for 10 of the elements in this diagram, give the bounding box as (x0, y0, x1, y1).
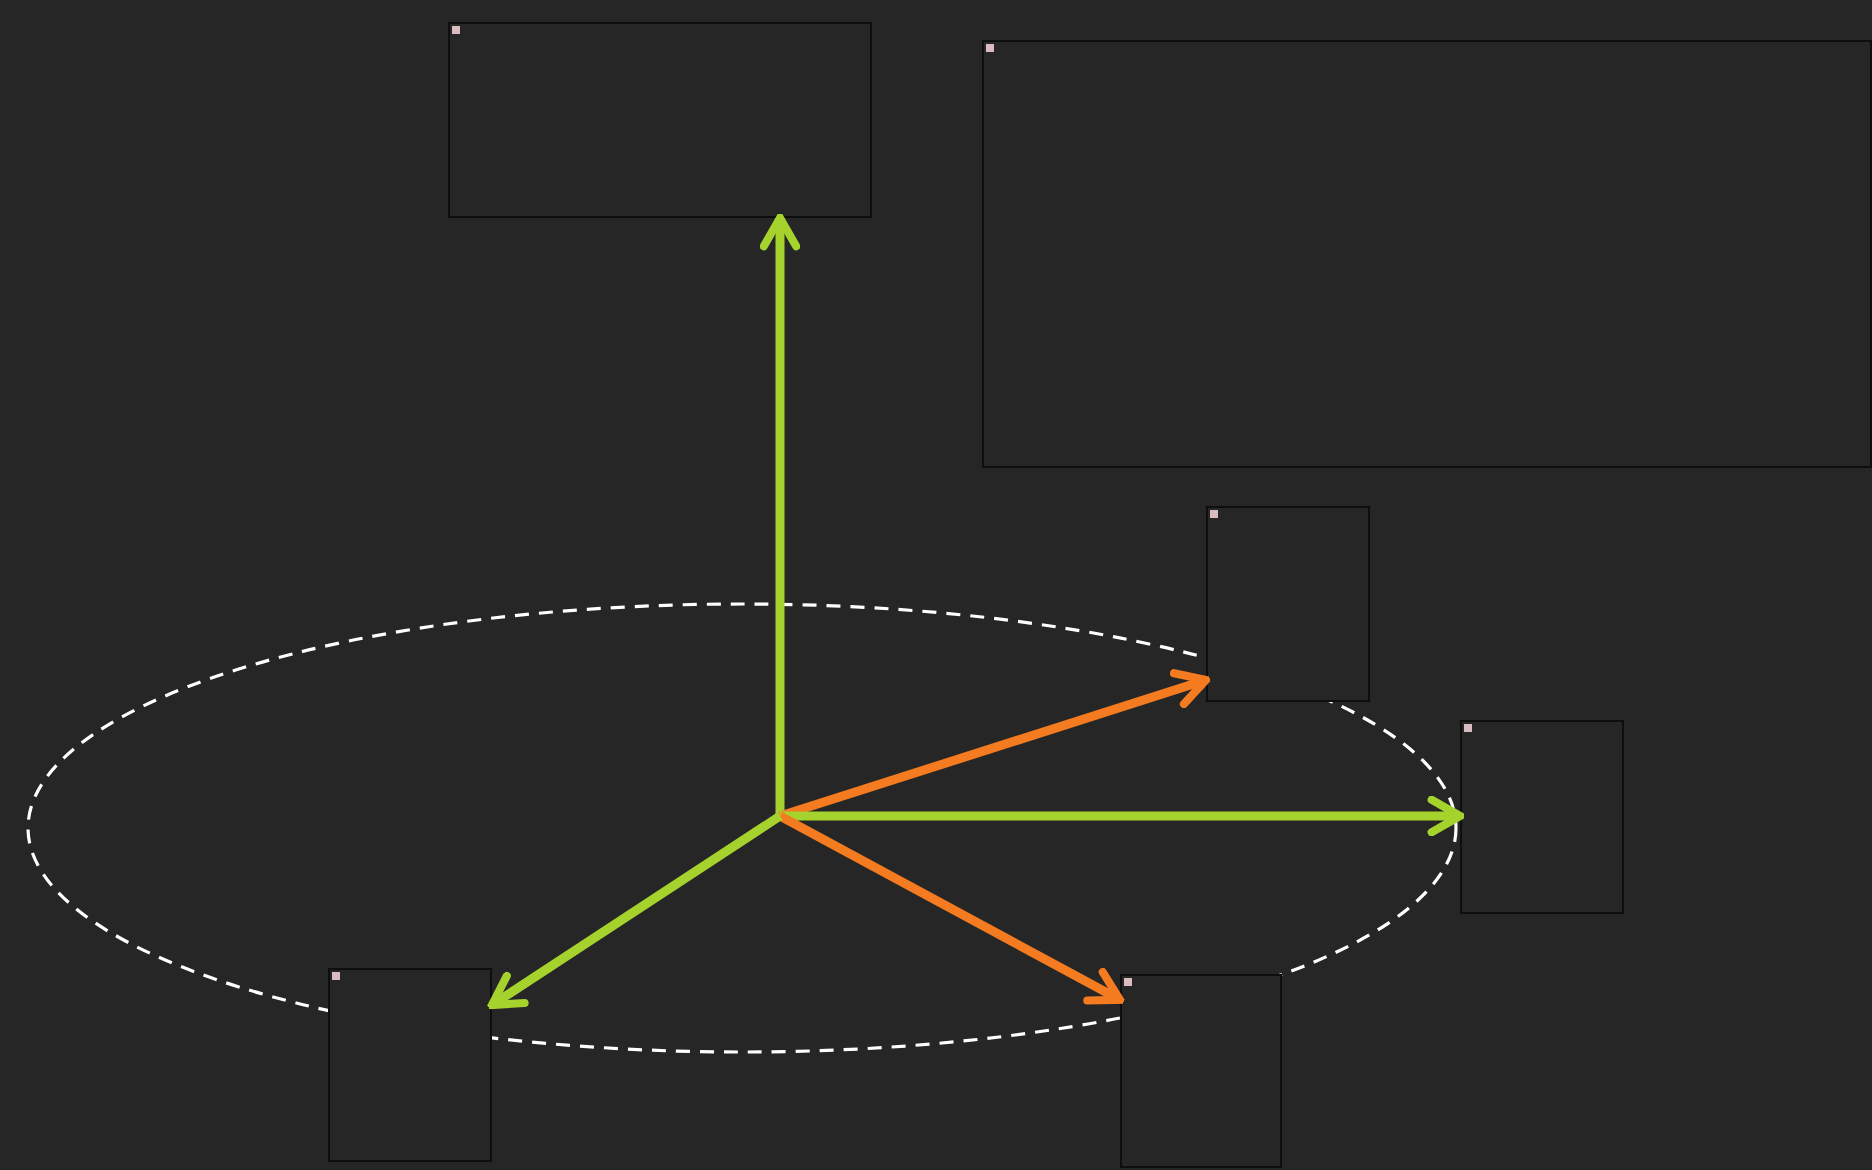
arrow (777, 812, 1125, 1005)
panel-box (328, 968, 492, 1162)
panel-box (448, 22, 872, 218)
panel-box (1460, 720, 1624, 914)
panel-box (1206, 506, 1370, 702)
panel-box (1120, 974, 1282, 1168)
arrow (759, 213, 801, 816)
panel-box (982, 40, 1872, 468)
arrow (780, 795, 1465, 837)
arrow (487, 812, 783, 1010)
